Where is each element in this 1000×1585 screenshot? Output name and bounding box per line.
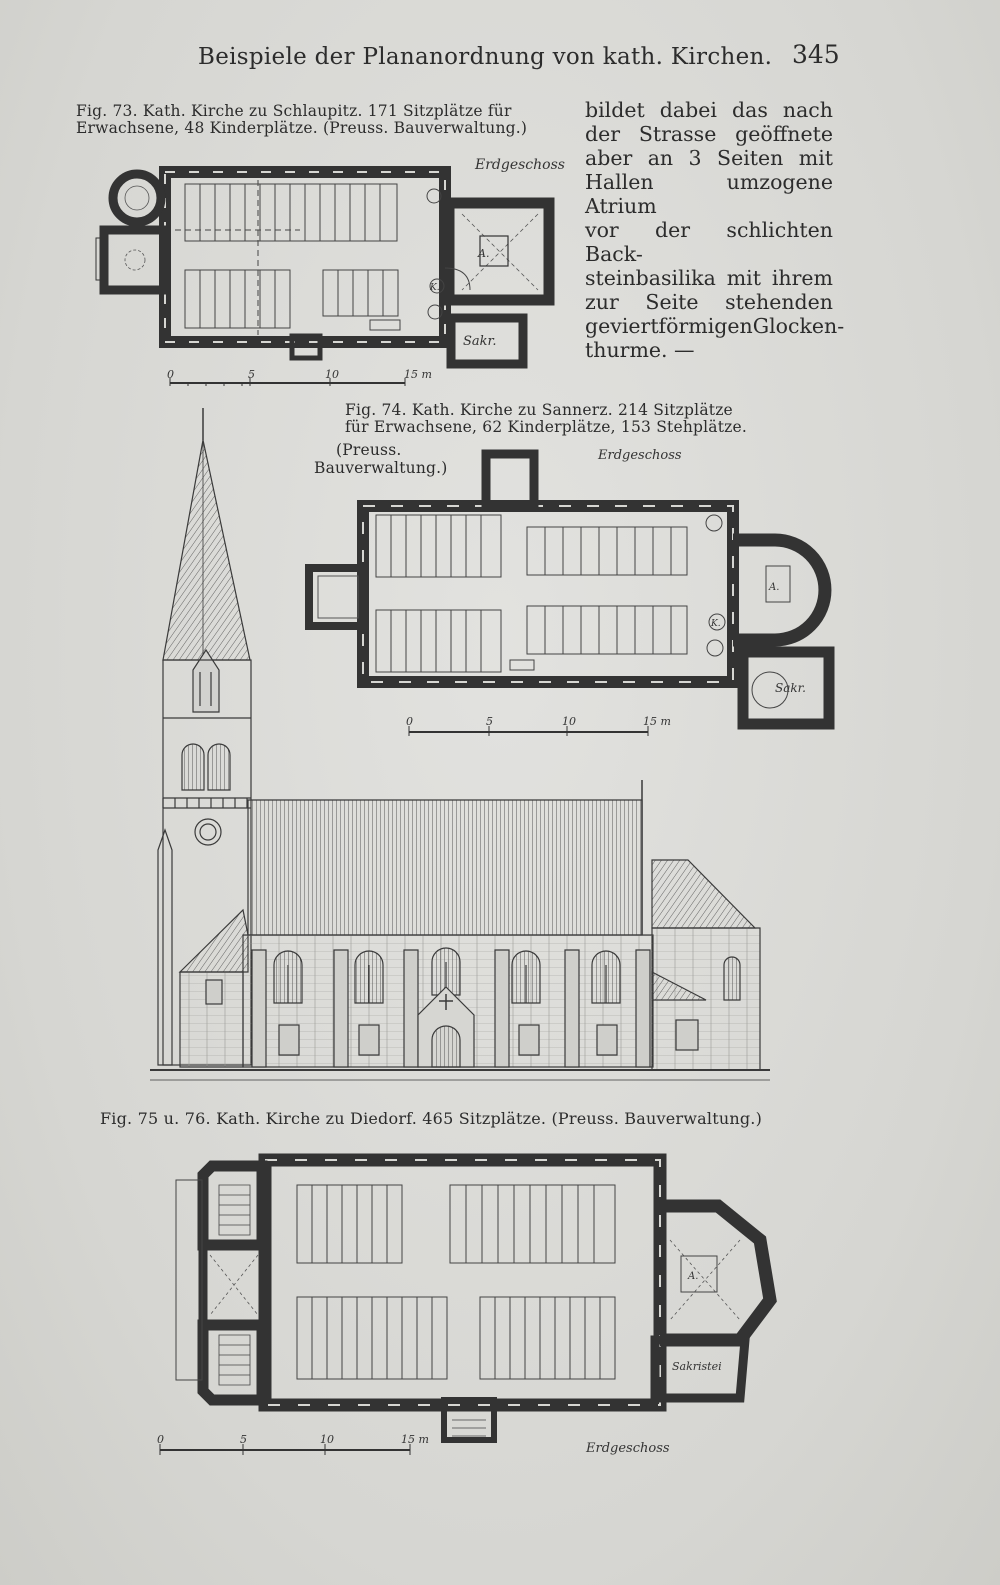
- fig75-church-elevation: [150, 408, 770, 1081]
- fig73-altar-label: A.: [477, 247, 489, 260]
- body-text-paragraph: bildet dabei das nach der Strasse geöffn…: [585, 98, 845, 362]
- fig74-kanzel-label: K.: [710, 619, 721, 629]
- fig74-floor-label: Erdgeschoss: [597, 448, 682, 463]
- body-text-line: der Strasse geöffnete: [585, 122, 833, 146]
- body-text-line: geviertförmigenGlocken-: [585, 314, 845, 338]
- fig76-scale-0: 0: [157, 1433, 164, 1446]
- page-number: 345: [792, 40, 840, 69]
- fig76-sakristei-label: Sakristei: [672, 1360, 722, 1373]
- fig74-sakristei-label: Sakr.: [775, 681, 806, 695]
- fig73-caption: Fig. 73. Kath. Kirche zu Schlaupitz. 171…: [76, 103, 527, 137]
- fig73-scale-5: 5: [248, 368, 255, 381]
- body-text-line: zur Seite stehenden: [585, 290, 833, 314]
- fig76-scale-15: 15 m: [401, 1433, 429, 1446]
- fig73-caption-line2: Erwachsene, 48 Kinderplätze. (Preuss. Ba…: [76, 119, 528, 137]
- fig74-scale-5: 5: [486, 715, 493, 728]
- body-text-line: aber an 3 Seiten mit: [585, 146, 833, 170]
- fig73-floor-plan: [95, 166, 555, 386]
- body-text-line: Hallen umzogene Atrium: [585, 170, 833, 218]
- fig76-altar-label: A.: [687, 1271, 698, 1282]
- fig74-caption-line1: Fig. 74. Kath. Kirche zu Sannerz. 214 Si…: [345, 401, 733, 419]
- fig73-kanzel-label: K.: [429, 283, 440, 293]
- body-text-line: bildet dabei das nach: [585, 98, 833, 122]
- fig76-scale-5: 5: [240, 1433, 247, 1446]
- fig74-caption-line3: (Preuss.: [336, 441, 402, 459]
- fig73-caption-line1: Fig. 73. Kath. Kirche zu Schlaupitz. 171…: [76, 102, 512, 120]
- body-text-line: steinbasilika mit ihrem: [585, 266, 833, 290]
- body-text-line: vor der schlichten Back-: [585, 218, 833, 266]
- fig76-scale-10: 10: [320, 1433, 334, 1446]
- fig74-scale-15: 15 m: [643, 715, 671, 728]
- running-header-title: Beispiele der Plananordnung von kath. Ki…: [198, 44, 773, 70]
- fig7576-caption: Fig. 75 u. 76. Kath. Kirche zu Diedorf. …: [100, 1109, 763, 1128]
- fig74-scale-10: 10: [562, 715, 576, 728]
- fig73-sakristei-label: Sakr.: [463, 334, 496, 349]
- fig74-caption-line2: für Erwachsene, 62 Kinderplätze, 153 Ste…: [345, 418, 748, 436]
- fig74-caption: Fig. 74. Kath. Kirche zu Sannerz. 214 Si…: [345, 402, 747, 436]
- fig74-scale-0: 0: [406, 715, 413, 728]
- fig73-floor-label: Erdgeschoss: [474, 157, 565, 173]
- fig76-floor-plan: [159, 1153, 777, 1455]
- fig74-floor-plan: [305, 449, 835, 736]
- fig73-scale-0: 0: [167, 368, 174, 381]
- fig76-floor-label: Erdgeschoss: [585, 1441, 670, 1456]
- fig73-scale-10: 10: [325, 368, 339, 381]
- fig73-scale-15: 15 m: [404, 368, 432, 381]
- body-text-line: thurme. —: [585, 338, 695, 362]
- fig74-altar-label: A.: [768, 582, 779, 593]
- fig74-caption-line4: Bauverwaltung.): [314, 459, 448, 477]
